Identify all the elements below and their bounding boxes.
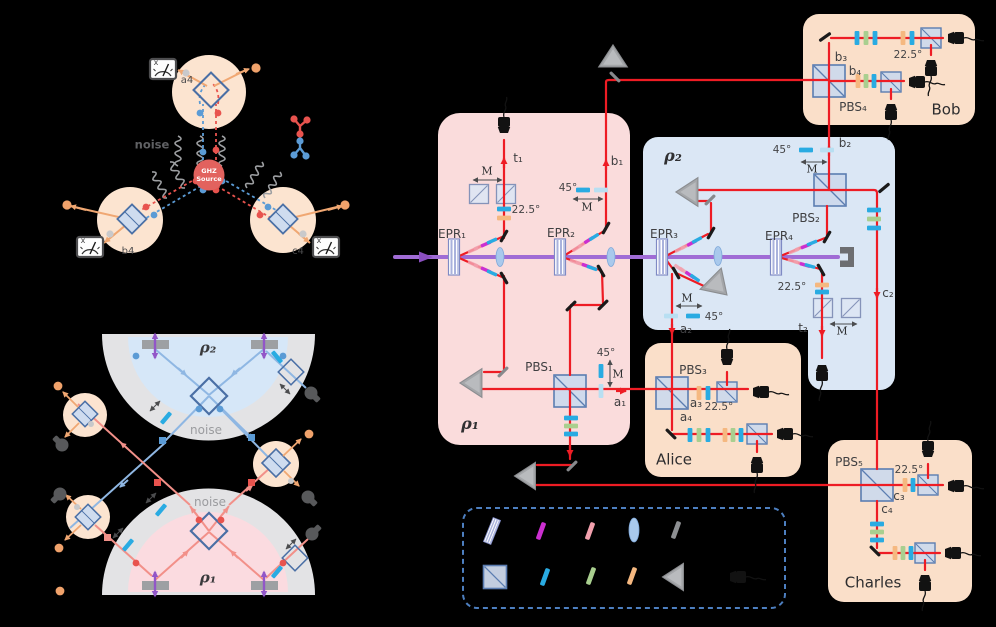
photon-markers bbox=[104, 352, 287, 567]
detector-blob-icon bbox=[47, 484, 70, 507]
legend bbox=[462, 507, 786, 609]
epr-crystal-icon bbox=[482, 516, 502, 546]
epr2-crystal bbox=[553, 238, 567, 276]
meter-icon bbox=[311, 235, 341, 259]
crystals bbox=[142, 332, 278, 598]
pbs-cube-icon bbox=[482, 564, 508, 590]
noise-spring-icon bbox=[218, 135, 226, 167]
arrow bbox=[70, 204, 87, 211]
arrow bbox=[235, 67, 250, 75]
hwp-magenta-icon bbox=[536, 522, 546, 540]
meter-icon bbox=[148, 57, 178, 81]
measurement-outputs bbox=[47, 381, 325, 596]
lens-icon bbox=[713, 246, 723, 266]
epr3-crystal bbox=[655, 238, 669, 276]
detector-c3b-icon bbox=[921, 420, 935, 458]
lens-icon bbox=[495, 247, 505, 267]
ghz-state-symbols bbox=[290, 115, 311, 160]
pump-arrow bbox=[419, 251, 433, 263]
lens-icon bbox=[606, 247, 616, 267]
charles-box bbox=[828, 440, 972, 602]
mirror-icon bbox=[671, 521, 681, 539]
movable-mirror-cube bbox=[468, 183, 490, 205]
gray-dot bbox=[182, 69, 190, 77]
lens-icon bbox=[628, 517, 640, 543]
orange-dot bbox=[62, 200, 72, 210]
movable-mirror-cube bbox=[495, 183, 517, 205]
hwp-cyan-icon bbox=[540, 568, 550, 586]
epr1-crystal bbox=[447, 238, 461, 276]
detector-icon bbox=[729, 570, 767, 584]
gray-dot bbox=[299, 230, 307, 238]
panel-experiment bbox=[393, 14, 985, 612]
noise-spring-icon bbox=[174, 135, 182, 167]
epr4-crystal bbox=[769, 238, 783, 276]
panel-density-schematic bbox=[47, 332, 325, 598]
qwp-green-icon bbox=[586, 567, 596, 585]
prism-delay bbox=[513, 461, 536, 491]
ghz-source bbox=[193, 159, 225, 191]
orange-dot bbox=[251, 63, 261, 73]
detector-blob-icon bbox=[49, 432, 72, 455]
movable-waveplates bbox=[112, 350, 297, 579]
legend-border bbox=[462, 507, 786, 609]
hwp-pink-icon bbox=[585, 522, 595, 540]
hwp-orange-icon bbox=[627, 567, 637, 585]
noise-spring-icon bbox=[243, 159, 266, 191]
detector-blob-icon bbox=[298, 487, 321, 510]
beam-dump bbox=[840, 247, 854, 267]
noise-spring-icon bbox=[148, 169, 171, 201]
panel-ghz-schematic bbox=[62, 55, 350, 259]
rho2-region bbox=[128, 337, 288, 417]
movable-arrows bbox=[472, 159, 858, 388]
rho1-region bbox=[128, 512, 288, 592]
gray-dot bbox=[106, 230, 114, 238]
prism-top bbox=[598, 44, 628, 68]
party-circle-top bbox=[172, 55, 246, 129]
arrow bbox=[327, 204, 343, 211]
movable-mirror-cube bbox=[840, 297, 862, 319]
prism-icon bbox=[661, 562, 684, 592]
meter-icon bbox=[75, 235, 105, 259]
orange-dot bbox=[340, 200, 350, 210]
